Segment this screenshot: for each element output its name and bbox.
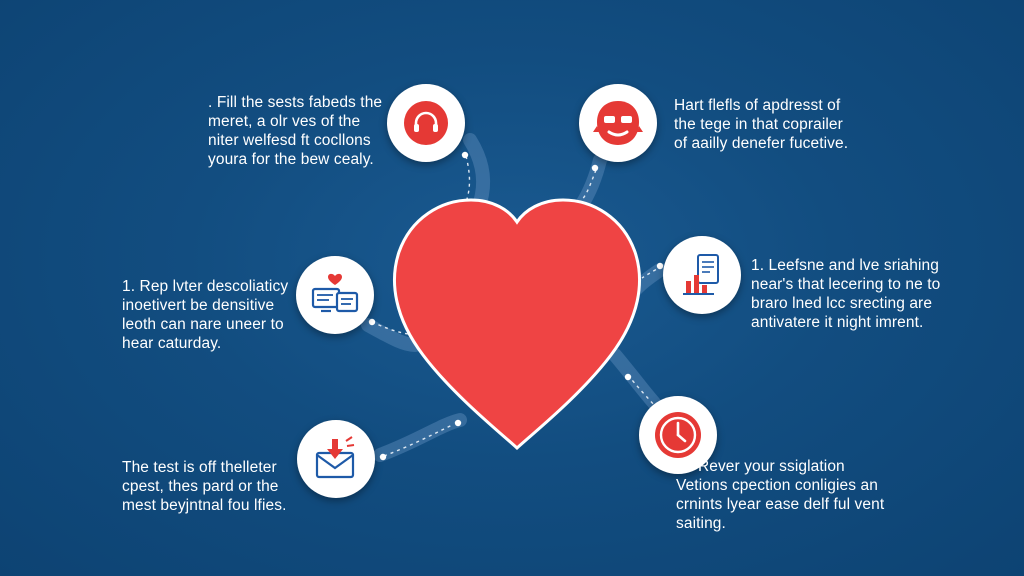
text-line: .2. Rever your ssiglation (676, 458, 845, 475)
text-line: 1. Leefsne and lve sriahing (751, 257, 939, 274)
text-line: The test is off thelleter (122, 459, 277, 476)
text-line: crnints lyear ease delf ful vent (676, 496, 885, 513)
connector-dot (368, 318, 376, 326)
text-line: cpest, thes pard or the (122, 478, 279, 495)
text-line: the tege in that coprailer (674, 116, 843, 133)
headphones-icon (404, 101, 448, 145)
text-line: leoth can nare uneer to (122, 316, 284, 333)
text-line: saiting. (676, 515, 726, 532)
node-middle-right (663, 236, 741, 314)
mask-face-icon (593, 101, 643, 145)
text-middle-right: 1. Leefsne and lve sriahing near's that … (751, 256, 940, 332)
text-line: near's that lecering to ne to (751, 276, 941, 293)
connector-dot (656, 262, 664, 270)
text-line: Hart flefls of apdresst of (674, 97, 841, 114)
clock-icon (655, 412, 701, 458)
text-line: hear caturday. (122, 335, 222, 352)
text-line: Vetions cpection conligies an (676, 477, 878, 494)
text-line: braro lned lcc srecting are (751, 295, 933, 312)
text-top-left: . Fill the sests fabeds the meret, a olr… (208, 93, 382, 169)
connector-bottom-left (373, 413, 467, 462)
node-bottom-right (639, 396, 717, 474)
connector-dot (624, 373, 632, 381)
text-line: of aailly denefer fucetive. (674, 135, 849, 152)
text-line: 1. Rep lvter descoliaticy (122, 278, 289, 295)
text-bottom-right: .2. Rever your ssiglation Vetions cpecti… (676, 457, 884, 533)
text-line: . Fill the sests fabeds the (208, 94, 383, 111)
connector-dot (591, 164, 599, 172)
mail-download-icon (315, 436, 355, 479)
text-middle-left: 1. Rep lvter descoliaticy inoetivert be … (122, 277, 288, 353)
text-line: antivatere it night imrent. (751, 314, 924, 331)
text-bottom-left: The test is off thelleter cpest, thes pa… (122, 458, 286, 515)
node-top-right (579, 84, 657, 162)
text-line: inoetivert be densitive (122, 297, 275, 314)
text-line: niter welfesd ft cocllons (208, 132, 371, 149)
text-top-right: Hart flefls of apdresst of the tege in t… (674, 96, 848, 153)
central-heart (393, 198, 641, 451)
connector-dot (461, 151, 469, 159)
text-line: youra for the bew cealy. (208, 151, 374, 168)
connector-dot (454, 419, 462, 427)
node-top-left (387, 84, 465, 162)
text-line: mest beyjntnal fou lfies. (122, 497, 287, 514)
connector-dot (379, 453, 387, 461)
document-chart-icon (683, 254, 719, 295)
monitor-heart-icon (311, 273, 359, 313)
text-line: meret, a olr ves of the (208, 113, 361, 130)
node-bottom-left (297, 420, 375, 498)
node-middle-left (296, 256, 374, 334)
connector-middle-left (361, 318, 422, 352)
